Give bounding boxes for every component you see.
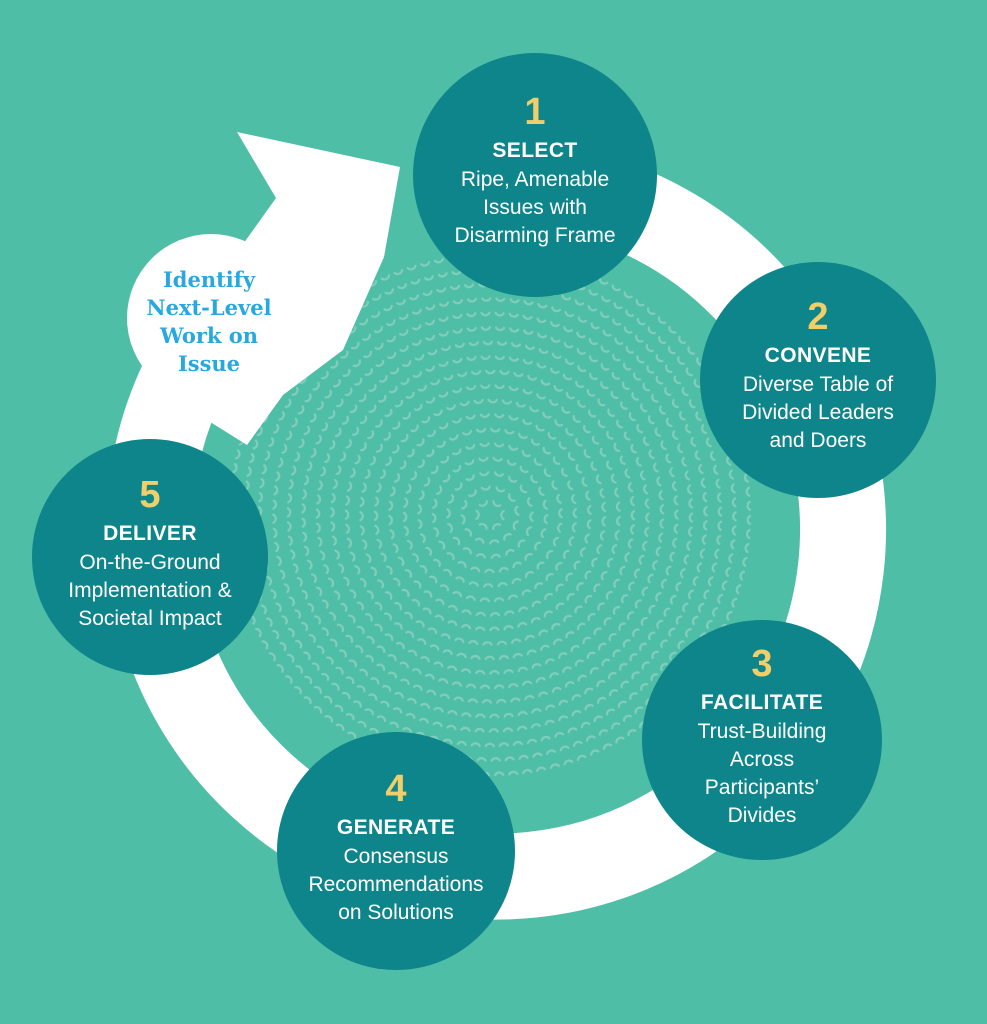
text-line: Diverse Table of xyxy=(742,373,894,397)
step-title: CONVENE xyxy=(764,343,872,367)
step-5-circle xyxy=(32,439,268,675)
text-line: Identify xyxy=(162,266,256,292)
center-dot-pattern xyxy=(228,253,752,777)
step-number: 2 xyxy=(807,295,829,338)
text-line: Divided Leaders xyxy=(742,401,894,425)
text-line: Participants’ xyxy=(704,776,820,800)
step-2-label: 2 CONVENE Diverse Table of Divided Leader… xyxy=(705,295,931,455)
step-number: 5 xyxy=(139,473,161,516)
step-title: SELECT xyxy=(492,138,578,162)
step-title: GENERATE xyxy=(336,815,456,839)
text-line: and Doers xyxy=(769,428,867,452)
text-line: Across xyxy=(729,748,795,772)
text-line: Recommendations xyxy=(308,873,484,897)
text-line: on Solutions xyxy=(338,900,454,924)
text-line: Issues with xyxy=(483,196,587,220)
text-line: Next-Level xyxy=(146,294,272,320)
loop-label-bubble xyxy=(127,234,295,402)
text-line: Consensus xyxy=(343,845,449,869)
text-line: Issue xyxy=(177,351,241,377)
step-1-circle xyxy=(413,53,657,297)
step-2-circle xyxy=(700,262,936,498)
step-3-circle xyxy=(642,620,882,860)
step-title: DELIVER xyxy=(103,521,197,545)
step-number: 3 xyxy=(751,643,773,686)
text-line: Disarming Frame xyxy=(454,223,616,247)
text-line: Work on xyxy=(159,323,259,348)
step-number: 1 xyxy=(524,90,546,133)
text-line: Implementation & xyxy=(68,579,232,603)
text-line: Trust-Building xyxy=(697,720,827,744)
step-number: 4 xyxy=(385,767,407,810)
text-line: On-the-Ground xyxy=(79,551,221,575)
text-line: Divides xyxy=(727,804,797,828)
text-line: Ripe, Amenable xyxy=(460,168,610,192)
step-4-circle xyxy=(277,732,515,970)
step-title: FACILITATE xyxy=(700,691,824,715)
step-description: Diverse Table of Divided Leaders and Doers xyxy=(705,371,931,455)
text-line: Societal Impact xyxy=(78,606,222,630)
